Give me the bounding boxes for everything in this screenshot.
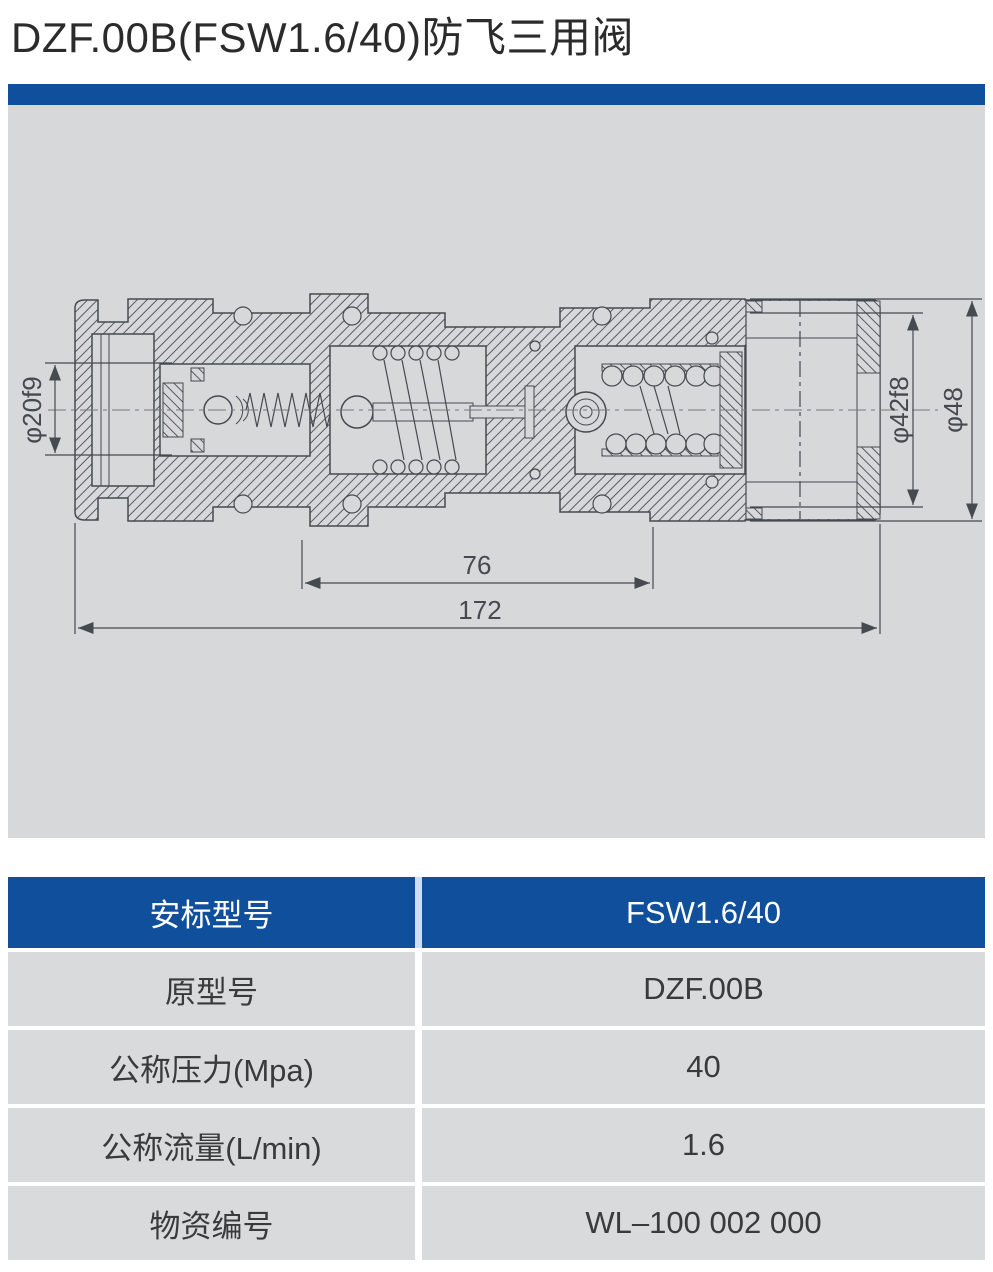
spec-table: 安标型号 FSW1.6/40 原型号 DZF.00B 公称压力(Mpa) 40 … — [8, 877, 985, 1260]
dimension-bore: φ20f9 — [17, 362, 172, 456]
spec-row-pressure: 公称压力(Mpa) 40 — [8, 1030, 985, 1104]
dimensions: φ20f9 φ42f8 φ48 76 — [17, 298, 982, 634]
spec-value: 40 — [422, 1030, 985, 1104]
mid-spring — [372, 345, 460, 475]
spec-header-value: FSW1.6/40 — [422, 877, 985, 948]
page-title: DZF.00B(FSW1.6/40)防飞三用阀 — [11, 14, 634, 61]
main-poppet — [565, 391, 607, 433]
spec-value: WL–100 002 000 — [422, 1186, 985, 1260]
main-spring — [601, 365, 725, 455]
spec-row-flow: 公称流量(L/min) 1.6 — [8, 1108, 985, 1182]
spec-label: 公称流量(L/min) — [8, 1108, 415, 1182]
screws — [233, 306, 719, 514]
dimension-inner-length: 76 — [301, 527, 654, 589]
spec-label: 物资编号 — [8, 1186, 415, 1260]
spec-row-material-number: 物资编号 WL–100 002 000 — [8, 1186, 985, 1260]
needle — [469, 385, 535, 439]
dimension-overall-length: 172 — [74, 523, 881, 634]
spec-value: 1.6 — [422, 1108, 985, 1182]
dim-label-bore: φ20f9 — [17, 376, 47, 443]
column-divider — [415, 1030, 422, 1104]
dimension-seal: φ42f8 — [750, 312, 923, 508]
dimension-outer: φ48 — [750, 298, 982, 522]
valve-drawing: φ20f9 φ42f8 φ48 76 — [17, 293, 982, 634]
dim-label-seal: φ42f8 — [884, 376, 914, 443]
spec-header-row: 安标型号 FSW1.6/40 — [8, 877, 985, 948]
spec-row-model: 原型号 DZF.00B — [8, 952, 985, 1026]
dim-label-outer: φ48 — [938, 387, 968, 433]
spec-value: DZF.00B — [422, 952, 985, 1026]
column-divider — [415, 877, 422, 948]
column-divider — [415, 1186, 422, 1260]
dim-label-overall-length: 172 — [458, 595, 501, 625]
panel-accent-bar — [8, 84, 985, 105]
main-ball — [340, 395, 374, 429]
spec-label: 公称压力(Mpa) — [8, 1030, 415, 1104]
column-divider — [415, 1108, 422, 1182]
spec-label: 原型号 — [8, 952, 415, 1026]
column-divider — [415, 952, 422, 1026]
drawing-panel: φ20f9 φ42f8 φ48 76 — [8, 84, 985, 838]
spec-header-label: 安标型号 — [8, 877, 415, 948]
main-chamber — [329, 345, 487, 475]
stem — [372, 402, 474, 422]
dim-label-inner-length: 76 — [463, 550, 492, 580]
